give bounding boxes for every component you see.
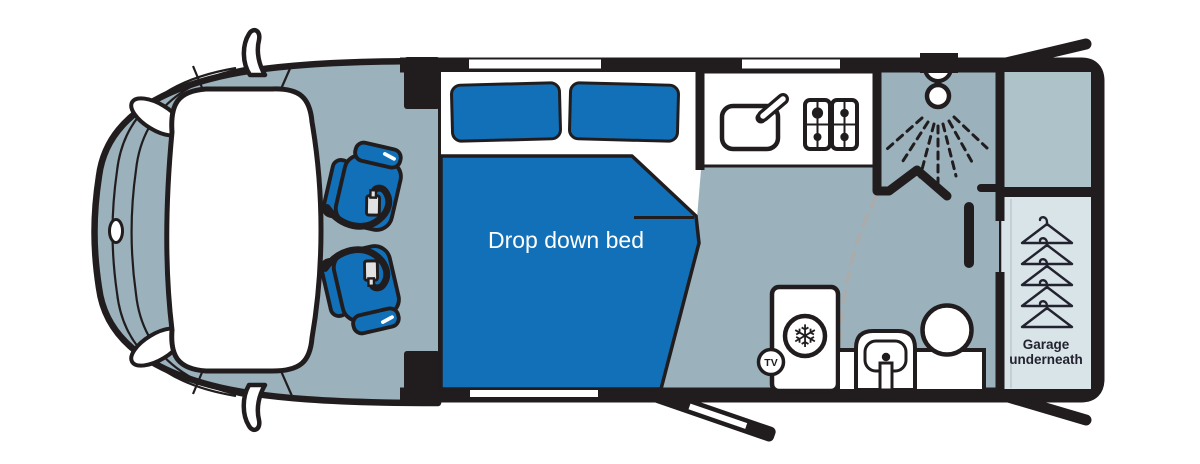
burner-icon <box>813 133 822 141</box>
washbasin-icon <box>854 329 917 392</box>
front-badge-icon <box>108 218 124 244</box>
pillow-icon <box>450 81 562 143</box>
bathroom-door-icon <box>964 202 974 268</box>
shower-head-icon <box>924 82 952 110</box>
pillow-icon <box>568 81 680 143</box>
entry-door-icon <box>652 388 776 442</box>
tv-label: TV <box>764 357 777 369</box>
wall-patch <box>920 53 958 73</box>
burner-icon <box>811 107 824 119</box>
garage-label-line2: underneath <box>1009 352 1083 367</box>
kitchen <box>700 70 877 168</box>
window-icon <box>742 59 840 69</box>
pillar-line <box>279 63 294 90</box>
snowflake-glyph: ❄ <box>792 319 818 355</box>
pillar-line <box>279 370 294 397</box>
fridge-snowflake-icon <box>782 313 828 359</box>
cab-body <box>91 57 442 407</box>
rear-flap-icon <box>1000 38 1092 69</box>
burner-icon <box>840 108 849 118</box>
window-icon <box>469 59 601 69</box>
tap-icon <box>755 93 789 124</box>
windscreen-icon <box>164 86 324 374</box>
toilet-icon <box>920 303 974 357</box>
tv-icon <box>756 347 786 377</box>
internal-walls <box>695 70 1091 392</box>
drop-down-bed: Drop down bed <box>438 72 701 391</box>
coat-hanger-icon <box>1020 300 1074 329</box>
wardrobe <box>1020 216 1074 329</box>
pillar-line <box>191 369 205 395</box>
shower-spray-icon <box>885 115 989 187</box>
bonnet-line <box>130 64 259 400</box>
hob-icon <box>803 98 859 151</box>
drop-down-bed-label: Drop down bed <box>488 227 644 253</box>
wing-mirror-icon <box>241 27 268 78</box>
pillar-line <box>191 65 205 91</box>
window-icon <box>470 390 598 397</box>
body-step <box>404 351 440 403</box>
shower <box>885 53 989 187</box>
wardrobe-area <box>1002 195 1091 389</box>
wing-mirror-icon <box>241 382 268 433</box>
rear-flap-icon <box>992 388 1092 426</box>
bathroom: ❄ TV <box>756 195 986 394</box>
garage-label-line1: Garage <box>1023 337 1070 352</box>
body-step <box>404 57 440 109</box>
burner-icon <box>840 132 849 142</box>
duvet-icon <box>439 154 701 391</box>
rear-bed-area <box>1002 72 1091 190</box>
